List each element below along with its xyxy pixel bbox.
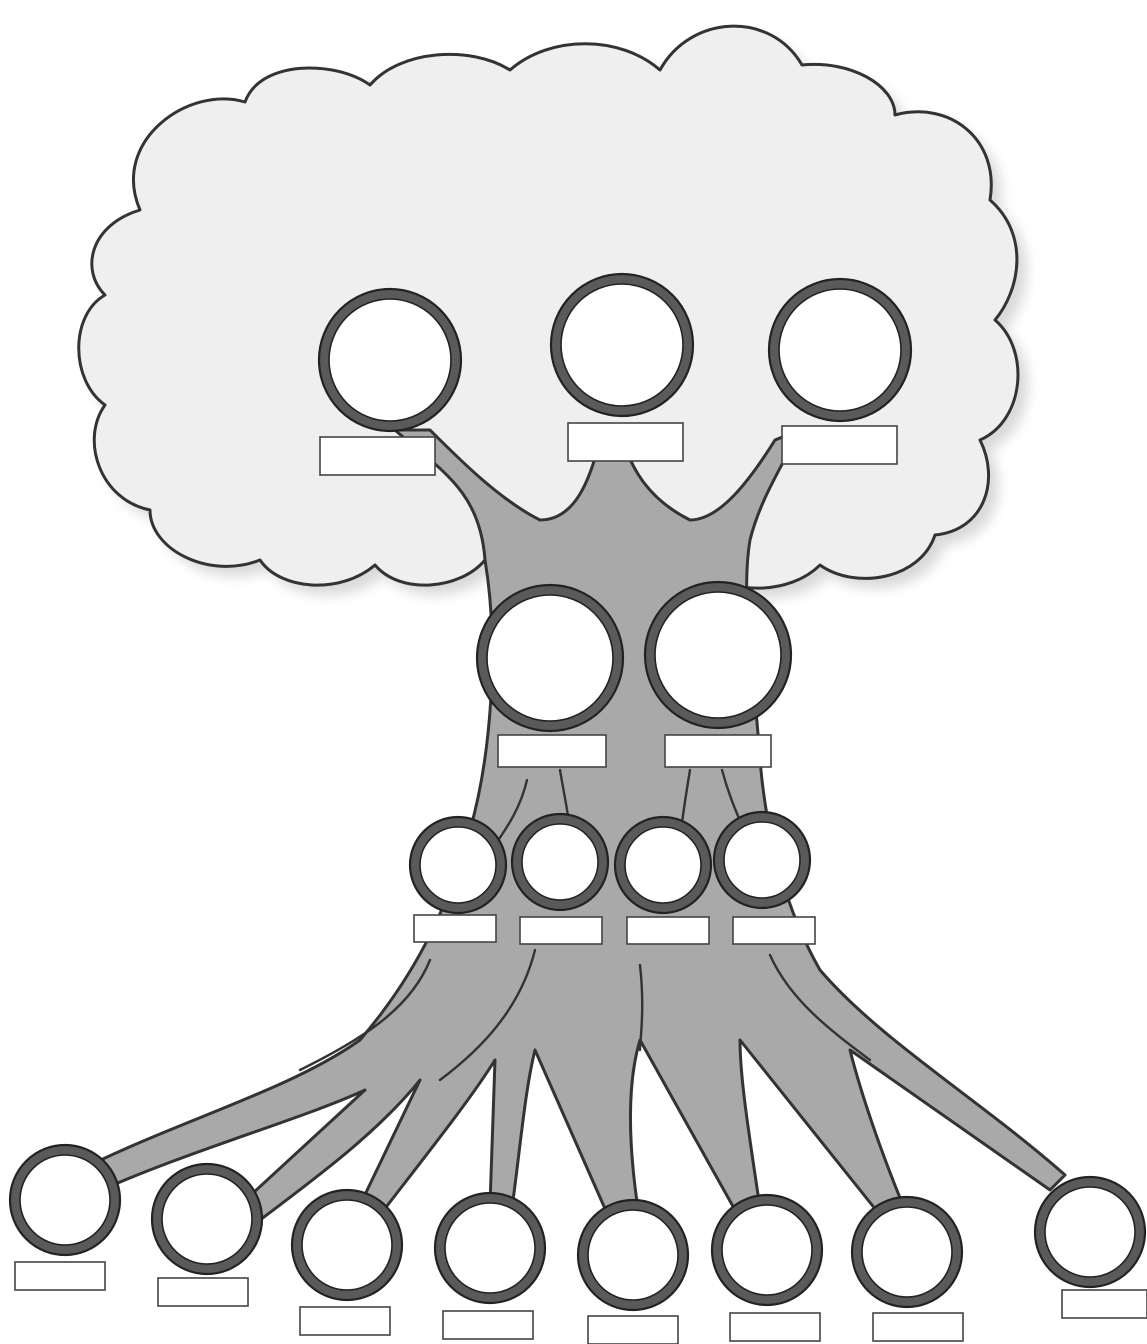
photo-frame xyxy=(1040,1182,1140,1282)
children-member-4 xyxy=(435,1193,545,1339)
name-label-box[interactable] xyxy=(520,917,602,944)
great-grandparents-member-2 xyxy=(551,274,693,461)
grandparents-member-1 xyxy=(477,585,623,767)
photo-frame xyxy=(157,1169,257,1269)
children-member-6 xyxy=(712,1195,822,1341)
photo-frame xyxy=(440,1198,540,1298)
name-label-box[interactable] xyxy=(873,1313,963,1341)
name-label-box[interactable] xyxy=(498,735,606,767)
name-label-box[interactable] xyxy=(568,423,683,461)
children-member-1 xyxy=(10,1145,120,1290)
photo-frame xyxy=(482,590,618,726)
photo-frame xyxy=(556,279,688,411)
children-member-5 xyxy=(578,1200,688,1344)
name-label-box[interactable] xyxy=(1062,1290,1147,1318)
name-label-box[interactable] xyxy=(320,437,435,475)
photo-frame xyxy=(650,587,786,723)
children-member-8 xyxy=(1035,1177,1147,1318)
parents-member-3 xyxy=(615,817,711,944)
name-label-box[interactable] xyxy=(730,1313,820,1341)
children-member-3 xyxy=(292,1190,402,1335)
great-grandparents-member-3 xyxy=(769,279,911,464)
name-label-box[interactable] xyxy=(665,735,771,767)
name-label-box[interactable] xyxy=(627,917,709,944)
name-label-box[interactable] xyxy=(588,1316,678,1344)
photo-frame xyxy=(415,822,501,908)
children-member-7 xyxy=(852,1197,963,1341)
photo-frame xyxy=(583,1205,683,1305)
photo-frame xyxy=(297,1195,397,1295)
photo-frame xyxy=(517,819,603,905)
children-member-2 xyxy=(152,1164,262,1306)
grandparents-member-2 xyxy=(645,582,791,767)
name-label-box[interactable] xyxy=(300,1307,390,1335)
name-label-box[interactable] xyxy=(15,1262,105,1290)
name-label-box[interactable] xyxy=(158,1278,248,1306)
photo-frame xyxy=(324,294,456,426)
name-label-box[interactable] xyxy=(414,915,496,942)
photo-frame xyxy=(15,1150,115,1250)
photo-frame xyxy=(774,284,906,416)
parents-member-1 xyxy=(410,817,506,942)
photo-frame xyxy=(717,1200,817,1300)
name-label-box[interactable] xyxy=(443,1311,533,1339)
photo-frame xyxy=(719,817,805,903)
photo-frame xyxy=(857,1202,957,1302)
name-label-box[interactable] xyxy=(733,917,815,944)
parents-member-2 xyxy=(512,814,608,944)
photo-frame xyxy=(620,822,706,908)
name-label-box[interactable] xyxy=(782,426,897,464)
